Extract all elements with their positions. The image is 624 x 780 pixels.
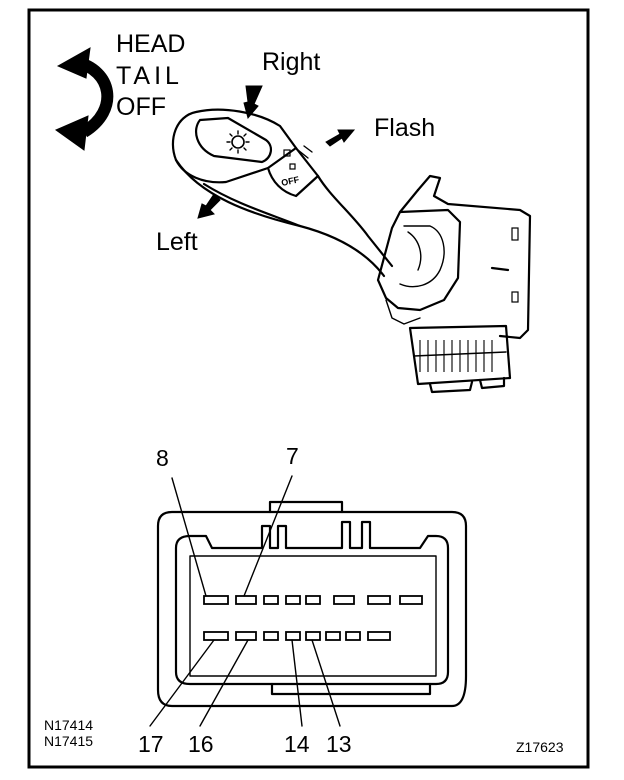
figure-frame [27, 8, 590, 769]
pin-16-label: 16 [188, 731, 214, 757]
figure-code: Z17623 [516, 739, 564, 755]
switch-lever: OFF [171, 108, 394, 278]
pin-8-label: 8 [156, 445, 169, 471]
tail-label: TAIL [116, 62, 183, 90]
left-label: Left [156, 228, 198, 256]
head-label: HEAD [116, 30, 185, 58]
lever-off-mark: OFF [280, 174, 300, 188]
pin-13-label: 13 [326, 731, 352, 757]
right-label: Right [262, 48, 320, 76]
pin-17-label: 17 [138, 731, 164, 757]
off-label: OFF [116, 93, 166, 121]
switch-body [376, 174, 532, 394]
flash-label: Flash [374, 114, 435, 142]
ref-code-1: N17414 [44, 717, 93, 733]
pin-7-label: 7 [286, 443, 299, 469]
pin-14-label: 14 [284, 731, 310, 757]
rotate-arrow-icon [54, 47, 114, 151]
pin-leader-lines [149, 475, 341, 727]
left-arrow-icon [197, 193, 221, 219]
connector-face [156, 500, 468, 708]
headlight-icon [226, 130, 250, 154]
flash-arrow-icon [325, 129, 356, 147]
ref-code-2: N17415 [44, 733, 93, 749]
right-arrow-icon [243, 85, 263, 120]
